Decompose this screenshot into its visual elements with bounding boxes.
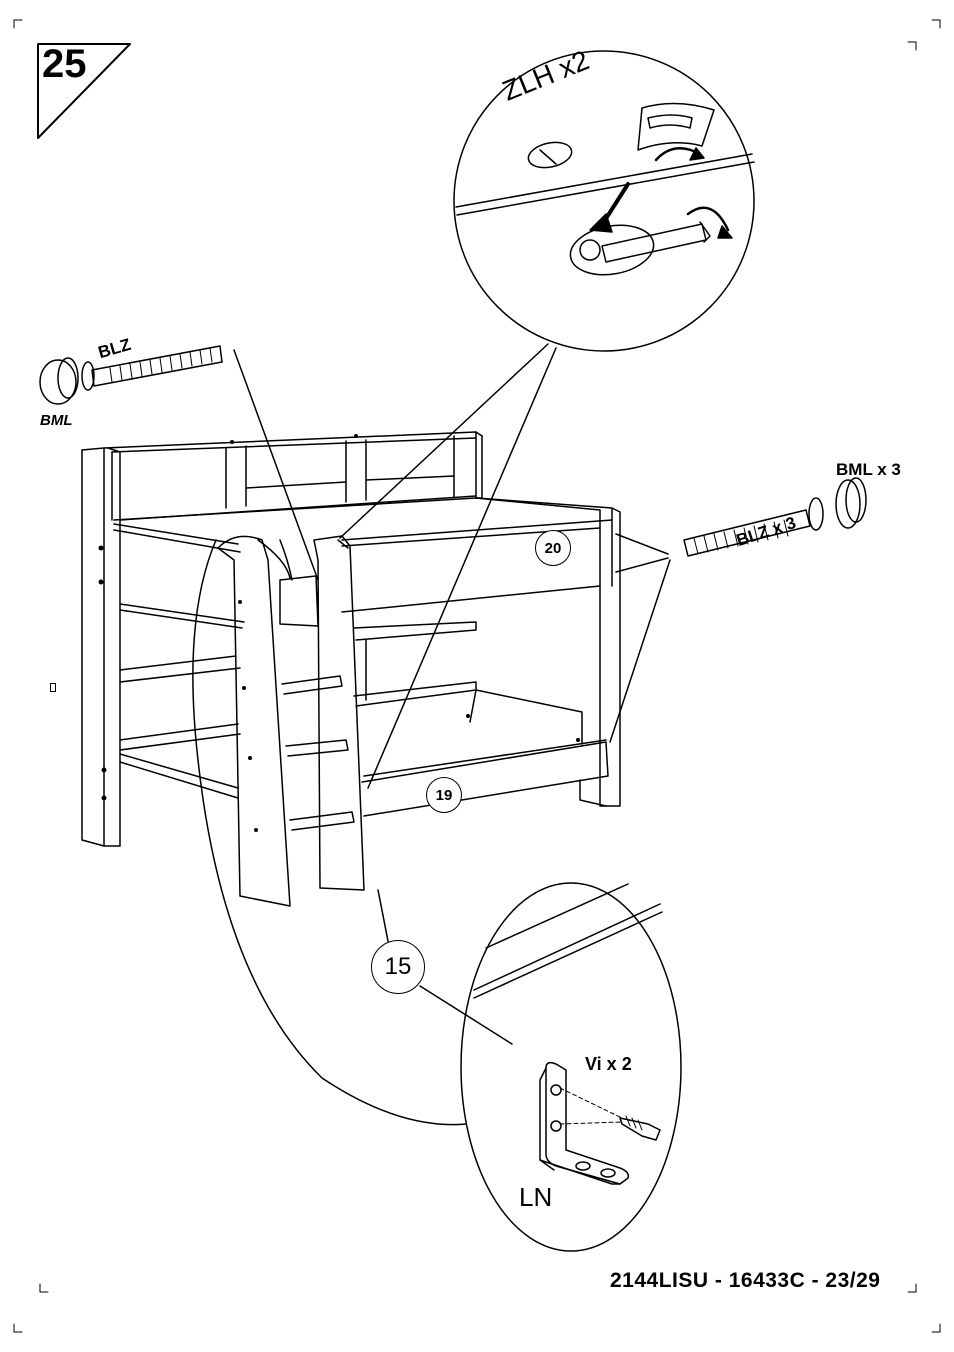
bolt-left bbox=[39, 345, 223, 405]
bml-label-right: BML x 3 bbox=[836, 460, 901, 479]
bed-frame bbox=[81, 431, 621, 1126]
bed-holes bbox=[98, 434, 580, 832]
screw-count-label: Vi x 2 bbox=[585, 1054, 632, 1074]
step-badge bbox=[37, 43, 131, 139]
bracket-label: LN bbox=[519, 1182, 553, 1212]
crop-marks bbox=[13, 19, 941, 1333]
bolt-right bbox=[609, 477, 867, 743]
page-reference: 2144LISU - 16433C - 23/29 bbox=[610, 1269, 881, 1292]
step-number: 25 bbox=[42, 42, 87, 86]
zlh-detail bbox=[453, 50, 755, 352]
side-mark bbox=[50, 683, 56, 692]
ln-detail bbox=[460, 882, 682, 1252]
callout-part-15: 15 bbox=[371, 940, 425, 994]
bml-label-left: BML bbox=[40, 412, 73, 429]
callout-part-20: 20 bbox=[535, 530, 571, 566]
callout-part-19: 19 bbox=[426, 777, 462, 813]
